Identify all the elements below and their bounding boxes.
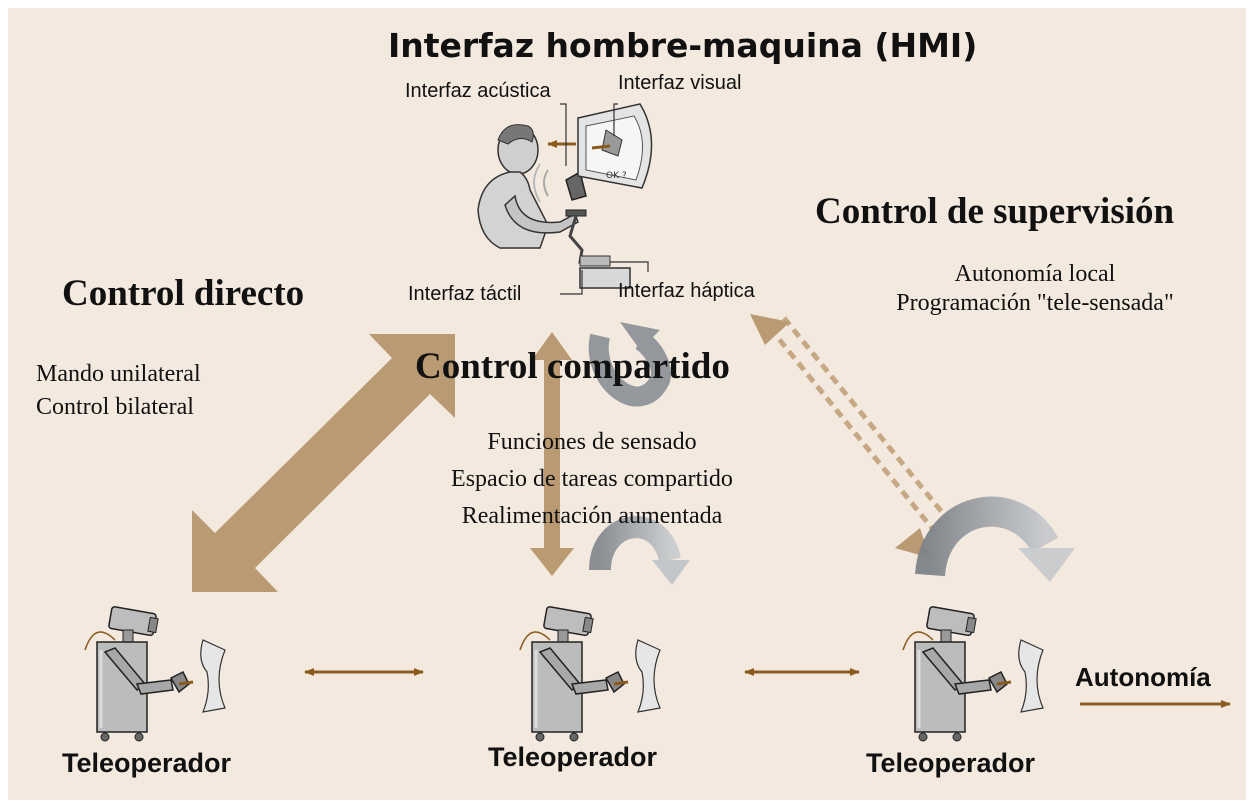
monitor-icon: OK ? [577,103,653,189]
supervisory-control-item: Programación "tele-sensada" [896,290,1174,316]
shared-control-item: Funciones de sensado [487,429,697,455]
supervisory-control-items: Autonomía local Programación "tele-sensa… [855,260,1215,318]
shared-control-title: Control compartido [415,346,730,387]
acoustic-interface-label: Interfaz acústica [405,80,551,102]
curved-arrow-right [915,496,1075,582]
teleoperator-robot-3 [902,606,1044,742]
operator-figure [477,124,631,289]
speaker-icon [533,163,587,203]
hmi-title: Interfaz hombre-maquina (HMI) [388,26,978,65]
shared-control-items: Funciones de sensado Espacio de tareas c… [394,424,790,535]
autonomy-label: Autonomía [1075,662,1211,692]
direct-control-arrow [192,334,455,592]
teleoperator-robot-1 [84,606,226,742]
teleoperator-label-1: Teleoperador [62,748,232,778]
direct-control-items: Mando unilateral Control bilateral [36,358,201,424]
direct-control-item: Mando unilateral [36,361,201,387]
direct-control-item: Control bilateral [36,394,194,420]
supervisory-control-item: Autonomía local [954,261,1116,287]
tactile-interface-label: Interfaz táctil [408,283,522,305]
curved-arrow-top [588,322,671,407]
label-leaders [560,103,649,295]
shared-control-item: Realimentación aumentada [461,503,723,529]
visual-interface-label: Interfaz visual [618,72,742,94]
teleoperator-label-2: Teleoperador [488,742,658,772]
supervisory-control-title: Control de supervisión [815,191,1175,232]
svg-text:OK ?: OK ? [606,171,627,181]
teleoperator-robot-2 [519,606,661,742]
curved-arrow-mid [589,516,690,585]
shared-control-item: Espacio de tareas compartido [451,466,733,492]
haptic-interface-label: Interfaz háptica [618,280,755,302]
teleoperator-label-3: Teleoperador [866,748,1036,778]
shared-control-arrow [530,332,574,576]
supervisory-control-arrow [750,314,952,558]
direct-control-title: Control directo [62,273,305,314]
